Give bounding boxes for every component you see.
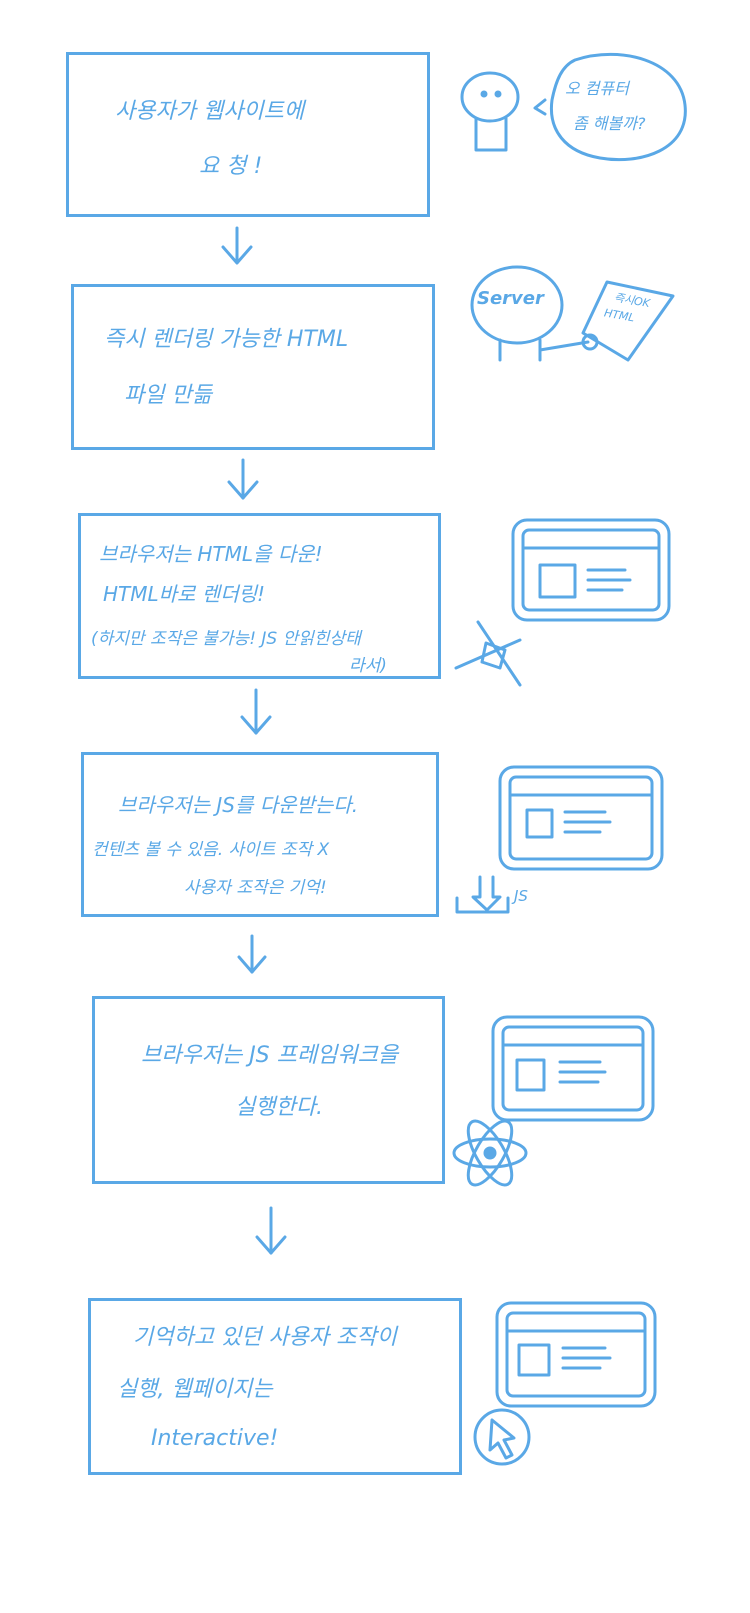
step-6-line-1: 기억하고 있던 사용자 조작이 xyxy=(133,1325,397,1350)
step-box-5: 브라우저는 JS 프레임워크을 실행한다. xyxy=(92,996,445,1184)
step-box-4: 브라우저는 JS를 다운받는다. 컨텐츠 볼 수 있음. 사이트 조작 X 사용… xyxy=(81,752,439,917)
browser-window-icon xyxy=(495,1301,657,1408)
step-box-2: 즉시 렌더링 가능한 HTML 파일 만듦 xyxy=(71,284,435,450)
paper-icon xyxy=(581,280,675,362)
step-5-line-2: 실행한다. xyxy=(235,1095,323,1120)
step-1-line-1: 사용자가 웹사이트에 xyxy=(115,99,305,124)
js-label: JS xyxy=(514,887,528,905)
browser-window-icon xyxy=(498,765,664,871)
step-3-line-1: 브라우저는 HTML을 다운! xyxy=(99,542,323,566)
person-icon xyxy=(460,71,520,152)
step-5-line-1: 브라우저는 JS 프레임워크을 xyxy=(141,1043,399,1068)
step-3-line-3: (하지만 조작은 불가능! JS 안읽힌상태 xyxy=(91,629,361,649)
speech-bubble xyxy=(533,52,687,162)
react-atom-icon xyxy=(452,1119,528,1187)
download-icon xyxy=(455,875,510,914)
step-4-line-1: 브라우저는 JS를 다운받는다. xyxy=(118,793,359,817)
step-2-line-2: 파일 만듦 xyxy=(124,383,212,408)
speech-text-1: 오 컴퓨터 xyxy=(565,79,629,98)
step-3-line-4: 라서) xyxy=(349,656,387,676)
arrow-down-icon xyxy=(237,934,267,974)
step-6-line-3: Interactive! xyxy=(151,1426,279,1451)
step-box-1: 사용자가 웹사이트에 요 청 ! xyxy=(66,52,430,217)
step-2-line-1: 즉시 렌더링 가능한 HTML xyxy=(104,327,349,352)
server-person-icon xyxy=(470,265,599,362)
step-6-line-2: 실행, 웹페이지는 xyxy=(117,1377,273,1402)
server-label: Server xyxy=(477,288,544,309)
arrow-down-icon xyxy=(255,1206,287,1255)
speech-text-2: 좀 해볼까? xyxy=(573,114,646,133)
step-box-3: 브라우저는 HTML을 다운! HTML바로 렌더링! (하지만 조작은 불가능… xyxy=(78,513,441,679)
cursor-click-icon xyxy=(473,1408,531,1466)
arrow-down-icon xyxy=(240,688,272,735)
step-4-line-2: 컨텐츠 볼 수 있음. 사이트 조작 X xyxy=(92,840,330,860)
browser-window-icon xyxy=(491,1015,655,1122)
no-click-icon xyxy=(454,620,522,687)
step-1-line-2: 요 청 ! xyxy=(199,154,263,179)
browser-window-icon xyxy=(511,518,671,622)
step-4-line-3: 사용자 조작은 기억! xyxy=(184,878,327,898)
step-box-6: 기억하고 있던 사용자 조작이 실행, 웹페이지는 Interactive! xyxy=(88,1298,462,1475)
arrow-down-icon xyxy=(221,226,253,265)
arrow-down-icon xyxy=(227,458,259,500)
step-3-line-2: HTML바로 렌더링! xyxy=(103,582,266,606)
